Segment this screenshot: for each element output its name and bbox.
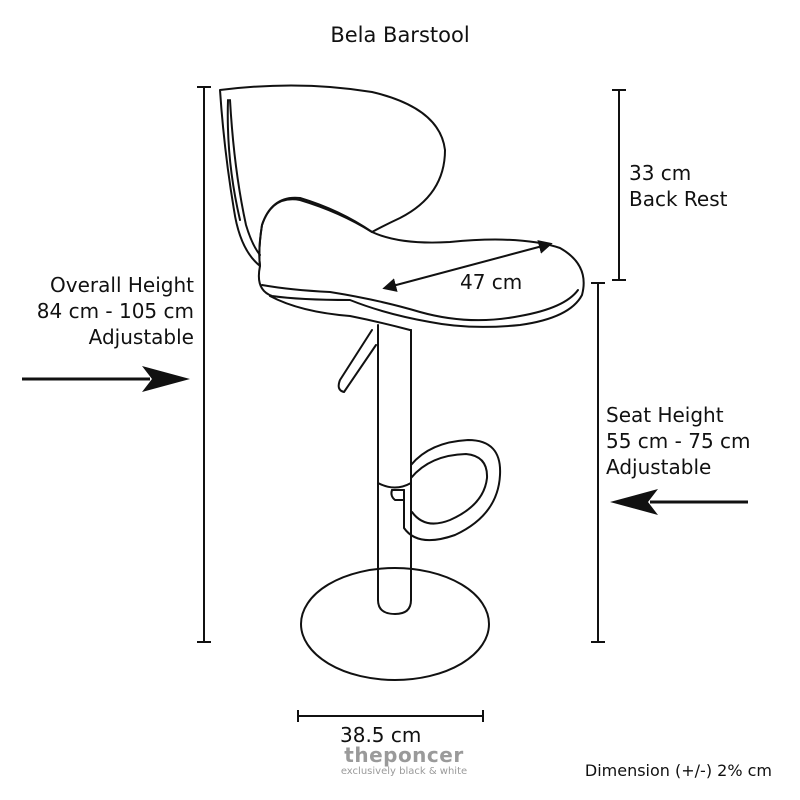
seat-width-label: 47 cm [460, 270, 523, 294]
seat-height-line2: 55 cm - 75 cm [606, 429, 751, 453]
overall-height-line1: Overall Height [50, 273, 194, 297]
overall-height-label: Overall Height 84 cm - 105 cm Adjustable [37, 272, 194, 350]
seat-height-dimension-line [591, 282, 605, 643]
back-rest-dimension-line [612, 89, 626, 281]
seat-height-arrow [610, 489, 748, 515]
foot-ring [403, 439, 502, 542]
barstool-illustration [219, 84, 585, 681]
overall-height-dimension-line [197, 86, 211, 643]
overall-height-line2: 84 cm - 105 cm [36, 299, 194, 323]
backrest [219, 84, 446, 267]
seat-cushion [257, 196, 585, 328]
brand-watermark: theponcer exclusively black & white [334, 744, 474, 778]
base-disc [300, 567, 490, 681]
overall-height-arrow [22, 366, 190, 392]
gas-lever [337, 329, 377, 393]
seat-width-dimension-arrow [382, 240, 553, 292]
base-width-label: 38.5 cm [340, 723, 422, 747]
base-width-dimension-line [297, 710, 484, 722]
back-rest-line1: 33 cm [629, 161, 692, 185]
brand-tagline: exclusively black & white [340, 766, 468, 777]
overall-height-line3: Adjustable [88, 325, 194, 349]
dimension-tolerance-note: Dimension (+/-) 2% cm [584, 761, 772, 780]
seat-height-label: Seat Height 55 cm - 75 cm Adjustable [606, 402, 751, 480]
brand-name: theponcer [344, 743, 464, 767]
back-rest-label: 33 cm Back Rest [629, 160, 727, 212]
back-rest-line2: Back Rest [629, 187, 728, 211]
seat-height-line1: Seat Height [606, 403, 724, 427]
diagram-title: Bela Barstool [330, 23, 470, 47]
seat-height-line3: Adjustable [606, 455, 712, 479]
